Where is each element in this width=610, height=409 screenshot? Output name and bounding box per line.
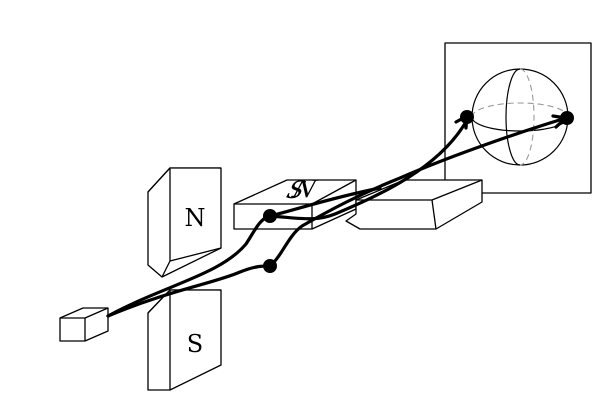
detector-spot-left	[460, 110, 474, 124]
magnet-left-n: N	[147, 167, 222, 278]
sphere-meridian-back	[519, 68, 535, 166]
sphere-equator-back	[471, 102, 569, 118]
sphere-meridian-front	[505, 68, 521, 166]
magnet-left-n-edge	[169, 247, 222, 262]
magnet-right-n-edge	[431, 199, 437, 230]
beam-nodes	[263, 110, 574, 273]
particle-source	[59, 307, 109, 342]
beam-upper-to-detector	[268, 118, 469, 221]
detector-spot-right	[560, 111, 574, 125]
source-box-body	[59, 307, 109, 342]
beam-lower-first-split	[106, 264, 272, 318]
split-node-upper	[263, 209, 277, 223]
beam-paths	[106, 114, 568, 318]
split-node-lower	[263, 259, 277, 273]
magnet-left-n-label: N	[185, 204, 206, 232]
beam-upper-first-split	[106, 214, 272, 318]
magnet-left-s: S	[147, 289, 222, 391]
magnet-left-s-label: S	[187, 330, 203, 358]
beam-upper-secondary	[268, 186, 382, 218]
